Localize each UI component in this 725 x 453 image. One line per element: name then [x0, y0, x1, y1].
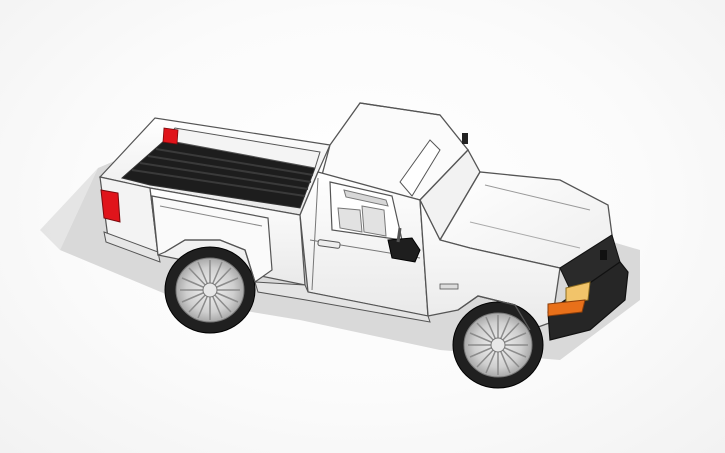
- fender-badge: [439, 283, 459, 290]
- hood-crease: [484, 184, 591, 211]
- rear-wheel-arch: [164, 239, 256, 283]
- door-handle: [317, 239, 341, 249]
- rear-bumper: [103, 231, 161, 263]
- front-wheel: [452, 301, 544, 389]
- bed-corner-marker: [162, 127, 179, 145]
- door-rear-edge: [311, 177, 319, 291]
- front-wheel-arch: [457, 295, 531, 331]
- roof-marker: [462, 133, 468, 144]
- headlight: [565, 281, 591, 305]
- hood-crease-2: [469, 221, 581, 249]
- side-mirror: [387, 237, 421, 263]
- windshield-pillar: [399, 139, 441, 197]
- front-bumper: [547, 261, 629, 341]
- rear-fender-edge: [159, 205, 263, 227]
- mirror-arm: [396, 227, 402, 243]
- tow-hook: [600, 250, 607, 260]
- tail-light: [100, 189, 121, 223]
- cab-roof-edge: [359, 102, 441, 116]
- rocker-panel: [254, 281, 431, 323]
- ground-shadow-soft: [40, 168, 98, 250]
- turn-signal: [547, 299, 586, 317]
- rear-wheel: [164, 246, 256, 334]
- cab-interior: [337, 189, 389, 237]
- bed-ribs: [131, 148, 314, 197]
